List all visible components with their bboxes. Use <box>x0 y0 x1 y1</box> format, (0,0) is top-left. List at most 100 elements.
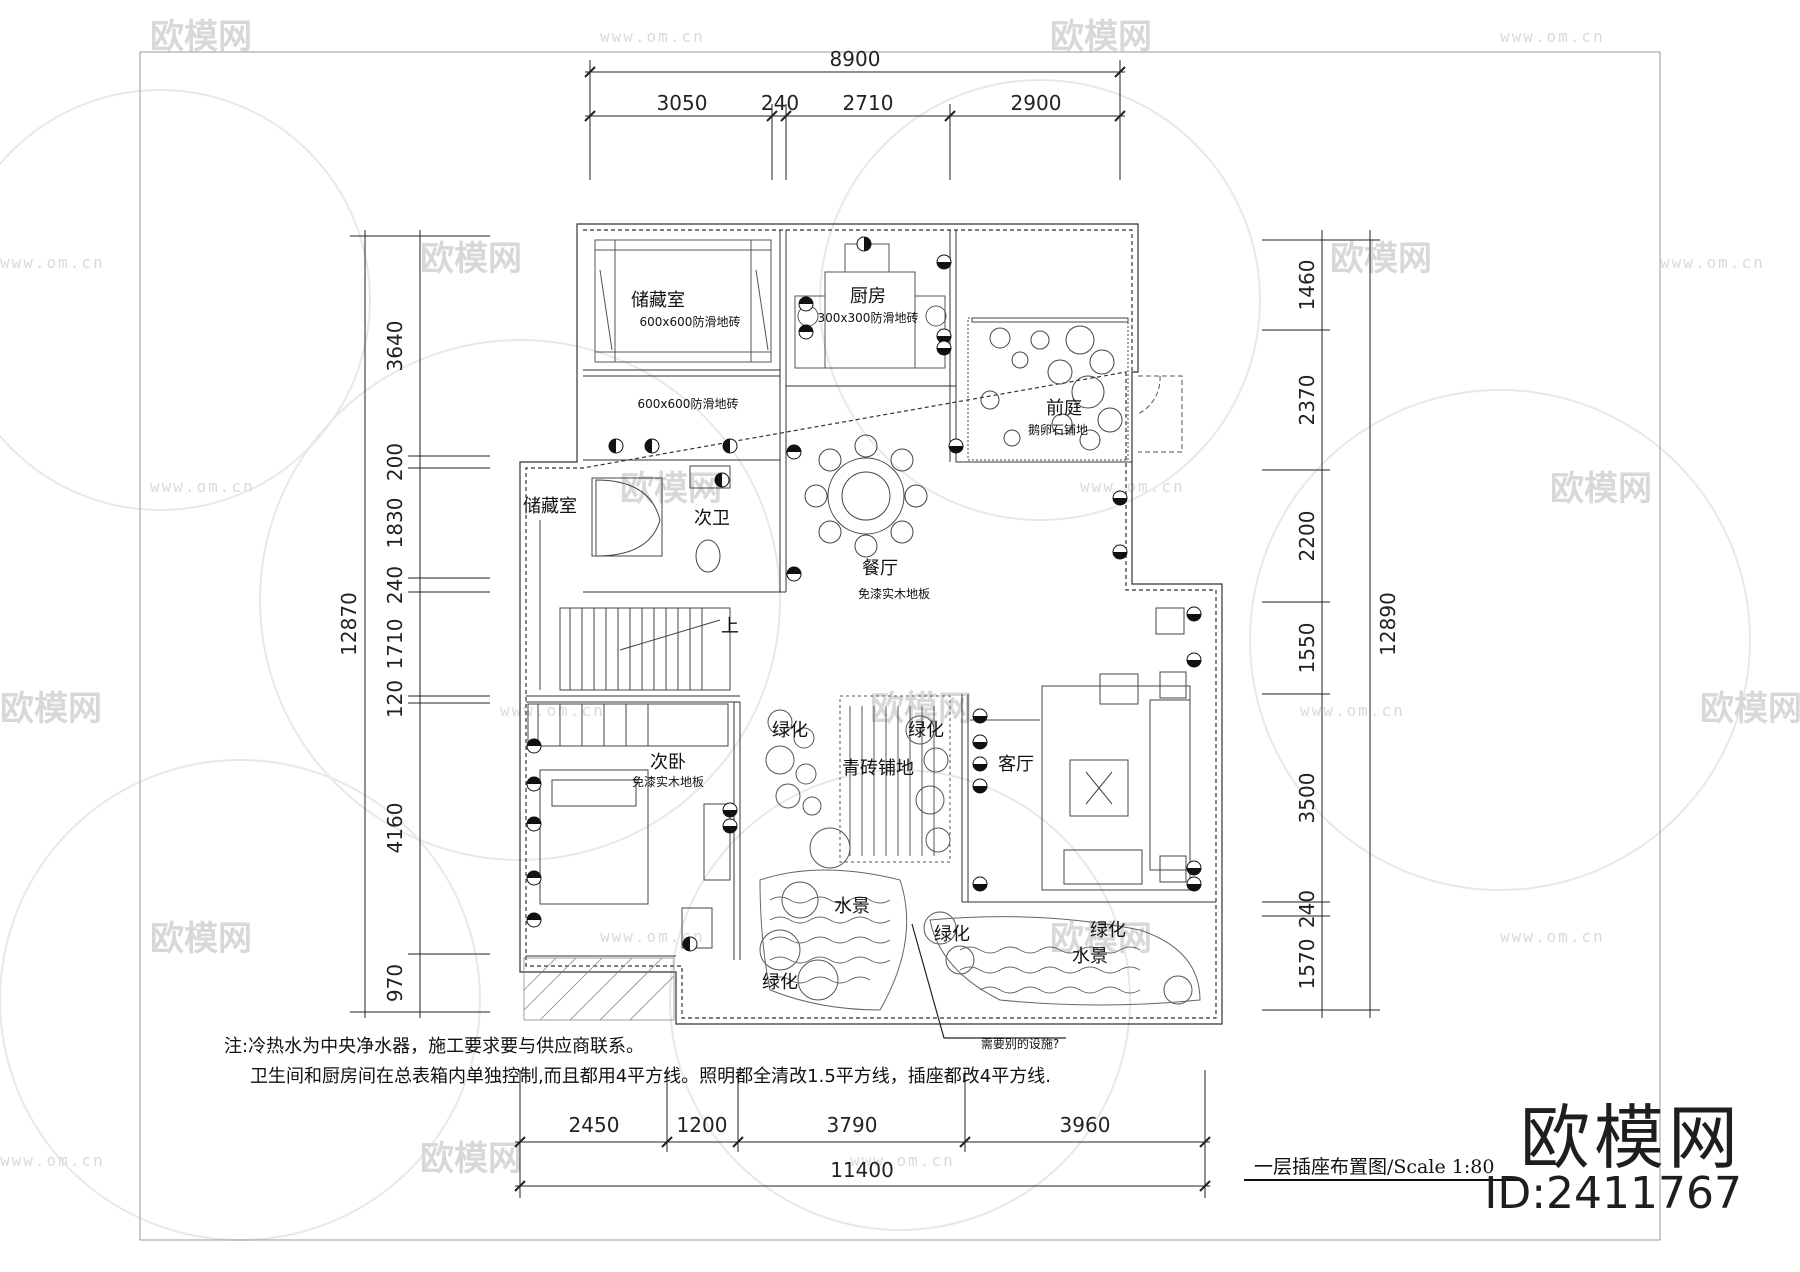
front-yard-pebbles <box>967 317 1129 461</box>
socket-symbol <box>1186 652 1202 668</box>
left-dimension-chain <box>350 230 490 1018</box>
socket-symbol <box>972 734 988 750</box>
socket-symbol <box>682 936 698 952</box>
socket-symbol <box>722 802 738 818</box>
dining-table <box>804 434 928 558</box>
left-dim-seg-4: 240 <box>383 566 407 604</box>
top-dim-seg-2: 240 <box>761 91 799 115</box>
socket-symbol <box>798 324 814 340</box>
drawing-title: 一层插座布置图/Scale 1:80 <box>1254 1156 1495 1178</box>
socket-symbol <box>798 296 814 312</box>
watermark-brand: 欧模网 <box>620 469 722 509</box>
bottom-dim-total: 11400 <box>830 1158 894 1182</box>
watermark-brand: 欧模网 <box>1330 239 1432 279</box>
front-door <box>1137 375 1183 453</box>
water-feature <box>759 869 1201 1011</box>
socket-symbol <box>1112 544 1128 560</box>
watermark-url: www.om.cn <box>600 927 705 946</box>
socket-symbol <box>936 340 952 356</box>
watermark-url: www.om.cn <box>1080 477 1185 496</box>
room-label-kitchen: 厨房 <box>850 286 886 307</box>
socket-symbol <box>1186 860 1202 876</box>
watermark-url: www.om.cn <box>150 477 255 496</box>
top-dim-total: 8900 <box>830 47 881 71</box>
socket-symbols <box>526 236 1202 952</box>
bottom-dim-seg-3: 3790 <box>827 1113 878 1137</box>
sheet-border <box>139 51 1661 1241</box>
right-dim-seg-1: 1460 <box>1295 260 1319 311</box>
watermark-url: www.om.cn <box>1300 701 1405 720</box>
watermark-url: www.om.cn <box>0 1151 105 1170</box>
socket-symbol <box>722 818 738 834</box>
label-green-1: 绿化 <box>772 720 808 741</box>
label-green-3: 绿化 <box>934 924 970 945</box>
bottom-dimension-chain <box>514 1070 1211 1198</box>
hatched-area <box>523 957 675 1021</box>
left-dim-seg-5: 1710 <box>383 619 407 670</box>
left-dim-seg-6: 120 <box>383 680 407 718</box>
right-dim-total: 12890 <box>1376 592 1400 656</box>
bottom-dim-seg-2: 1200 <box>677 1113 728 1137</box>
socket-symbol <box>972 756 988 772</box>
watermark-brand: 欧模网 <box>150 919 252 959</box>
socket-symbol <box>972 876 988 892</box>
note-line-1: 注:冷热水为中央净水器，施工要求要与供应商联系。 <box>224 1036 645 1057</box>
watermark-url: www.om.cn <box>1500 27 1605 46</box>
label-green-5: 绿化 <box>1090 920 1126 941</box>
socket-symbol <box>936 328 952 344</box>
right-dimension-chain <box>1262 230 1380 1018</box>
socket-symbol <box>786 566 802 582</box>
watermark-brand: 欧模网 <box>150 17 252 57</box>
bathroom-fixtures <box>591 465 731 573</box>
interior-walls <box>526 230 1216 960</box>
socket-symbol <box>972 778 988 794</box>
label-green-2: 绿化 <box>908 720 944 741</box>
watermark-layer: 欧模网 欧模网 欧模网 欧模网 欧模网 欧模网 欧模网 欧模网 欧模网 欧模网 … <box>0 17 1800 1241</box>
socket-symbol <box>1112 490 1128 506</box>
room-label-storage: 储藏室 <box>631 290 685 311</box>
storage-room-top <box>594 239 772 363</box>
socket-symbol <box>644 438 660 454</box>
right-dim-seg-5: 3500 <box>1295 773 1319 824</box>
left-dim-seg-1: 3640 <box>383 321 407 372</box>
watermark-brand: 欧模网 <box>420 1139 522 1179</box>
watermark-url: www.om.cn <box>0 253 105 272</box>
floor-spec-corridor: 600x600防滑地砖 <box>638 396 739 411</box>
room-label-dining: 餐厅 <box>862 558 898 579</box>
brand-id: ID:2411767 <box>1484 1168 1742 1219</box>
left-dim-seg-3: 1830 <box>383 498 407 549</box>
staircase <box>539 520 731 691</box>
garden-area <box>759 695 1193 1005</box>
floor-spec-kitchen: 300x300防滑地砖 <box>818 310 919 325</box>
bedroom-furniture <box>527 703 731 949</box>
left-dim-total: 12870 <box>337 592 361 656</box>
bottom-dim-seg-1: 2450 <box>569 1113 620 1137</box>
label-water-2: 水景 <box>1072 946 1108 967</box>
room-label-front-yard: 前庭 <box>1046 398 1082 419</box>
right-dim-seg-3: 2200 <box>1295 511 1319 562</box>
watermark-brand: 欧模网 <box>420 239 522 279</box>
left-dim-seg-8: 970 <box>383 964 407 1002</box>
bottom-dim-seg-4: 3960 <box>1060 1113 1111 1137</box>
right-dim-seg-6: 240 <box>1295 890 1319 928</box>
floor-spec-bedroom: 免漆实木地板 <box>632 774 704 789</box>
socket-symbol <box>526 870 542 886</box>
callout-text: 需要别的设施? <box>981 1036 1059 1051</box>
stairs-up-label: 上 <box>721 616 739 637</box>
watermark-brand: 欧模网 <box>1700 689 1800 729</box>
watermark-brand: 欧模网 <box>1550 469 1652 509</box>
living-room-furniture <box>970 607 1191 891</box>
watermark-url: www.om.cn <box>1500 927 1605 946</box>
top-dim-seg-1: 3050 <box>657 91 708 115</box>
socket-symbol <box>526 816 542 832</box>
socket-symbol <box>972 708 988 724</box>
label-paving: 青砖铺地 <box>842 758 914 779</box>
label-green-4: 绿化 <box>762 972 798 993</box>
room-label-bedroom: 次卧 <box>650 752 686 773</box>
socket-symbol <box>722 438 738 454</box>
floor-spec-dining: 免漆实木地板 <box>858 586 930 601</box>
right-dim-seg-7: 1570 <box>1295 939 1319 990</box>
exterior-walls <box>519 223 1223 1025</box>
socket-symbol <box>526 912 542 928</box>
top-dimension-chain <box>584 60 1126 180</box>
